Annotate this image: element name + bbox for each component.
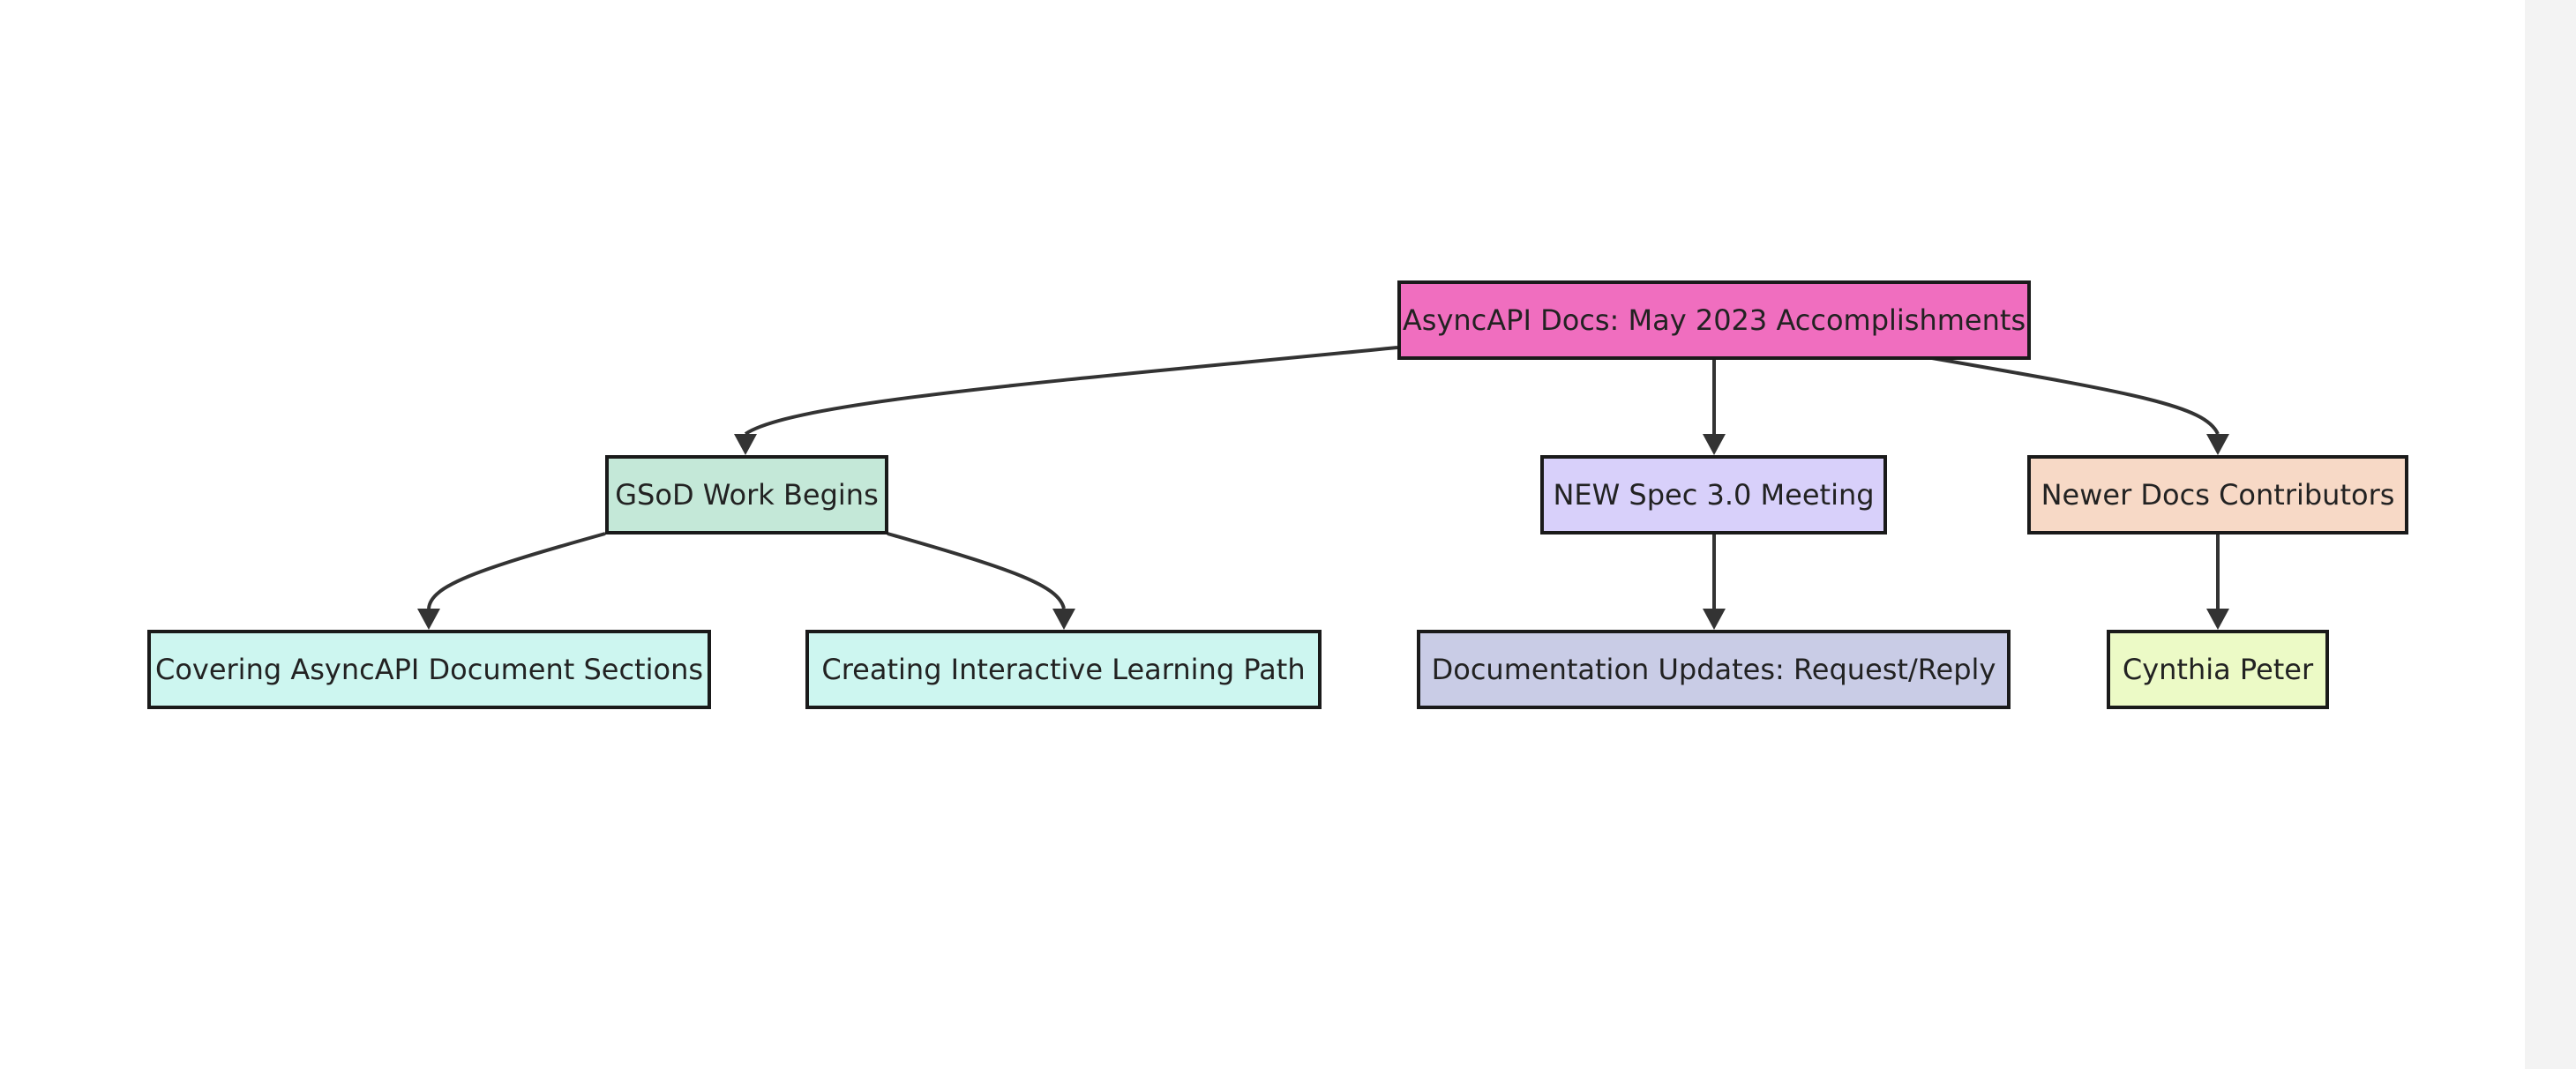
node-doc-label: Documentation Updates: Request/Reply bbox=[1431, 653, 1996, 686]
arrowhead-create bbox=[1052, 609, 1075, 630]
arrowhead-doc bbox=[1703, 609, 1726, 630]
node-root[interactable]: AsyncAPI Docs: May 2023 Accomplishments bbox=[1397, 280, 2031, 360]
arrowhead-cyn bbox=[2206, 609, 2229, 630]
edge-root-newer bbox=[1931, 356, 2220, 435]
arrowhead-cover bbox=[417, 609, 440, 630]
node-create-label: Creating Interactive Learning Path bbox=[821, 653, 1306, 686]
arrowhead-newer bbox=[2206, 434, 2229, 455]
arrowhead-gsod bbox=[734, 434, 757, 455]
arrowhead-spec bbox=[1703, 434, 1726, 455]
node-cover-label: Covering AsyncAPI Document Sections bbox=[154, 653, 704, 686]
scrollbar-track[interactable] bbox=[2525, 0, 2576, 1069]
node-cyn[interactable]: Cynthia Peter bbox=[2107, 630, 2329, 709]
edge-gsod-cover bbox=[427, 532, 606, 609]
node-gsod[interactable]: GSoD Work Begins bbox=[605, 455, 888, 534]
node-newer[interactable]: Newer Docs Contributors bbox=[2027, 455, 2408, 534]
node-doc[interactable]: Documentation Updates: Request/Reply bbox=[1417, 630, 2011, 709]
node-cyn-label: Cynthia Peter bbox=[2122, 653, 2314, 686]
node-cover[interactable]: Covering AsyncAPI Document Sections bbox=[147, 630, 711, 709]
node-spec[interactable]: NEW Spec 3.0 Meeting bbox=[1540, 455, 1887, 534]
node-spec-label: NEW Spec 3.0 Meeting bbox=[1553, 478, 1875, 512]
edge-root-gsod bbox=[744, 346, 1398, 436]
edge-gsod-create bbox=[887, 532, 1066, 609]
node-root-label: AsyncAPI Docs: May 2023 Accomplishments bbox=[1402, 303, 2026, 337]
node-gsod-label: GSoD Work Begins bbox=[615, 478, 879, 512]
node-newer-label: Newer Docs Contributors bbox=[2041, 478, 2395, 512]
node-create[interactable]: Creating Interactive Learning Path bbox=[805, 630, 1322, 709]
